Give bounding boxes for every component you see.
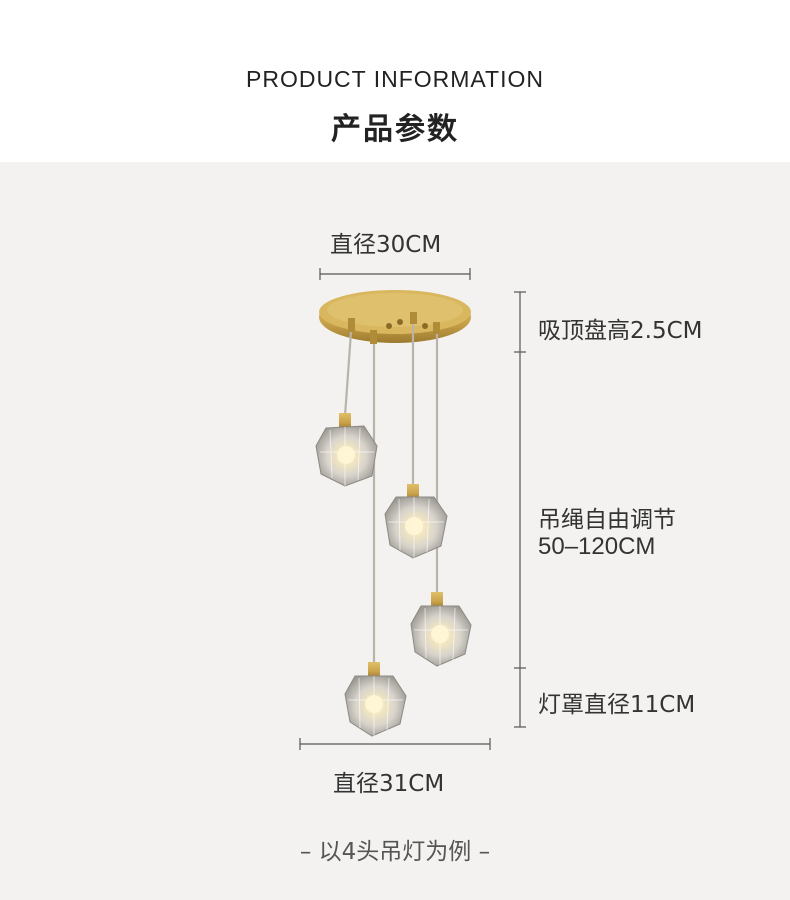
vertical-dimension bbox=[514, 291, 526, 728]
ceiling-canopy bbox=[319, 290, 471, 344]
canopy-height-label: 吸顶盘高2.5CM bbox=[538, 318, 703, 344]
header: PRODUCT INFORMATION 产品参数 bbox=[0, 0, 790, 162]
canopy-diameter-label: 直径30CM bbox=[330, 232, 442, 258]
title-chinese: 产品参数 bbox=[331, 112, 459, 147]
example-note: – 以4头吊灯为例 – bbox=[299, 839, 491, 865]
cord-length-label: 50–120CM bbox=[538, 533, 656, 560]
crystal-pendant-4 bbox=[344, 662, 407, 737]
shade-diameter-label: 灯罩直径11CM bbox=[538, 692, 696, 718]
cord-adjust-label: 吊绳自由调节 bbox=[538, 507, 676, 533]
crystal-pendant-2 bbox=[384, 484, 448, 559]
title-english: PRODUCT INFORMATION bbox=[246, 66, 544, 92]
overall-diameter-label: 直径31CM bbox=[333, 771, 445, 797]
top-width-dimension bbox=[319, 268, 471, 280]
bottom-width-dimension bbox=[299, 738, 491, 750]
crystal-pendant-3 bbox=[410, 592, 472, 667]
pendant-cords bbox=[343, 324, 439, 664]
crystal-pendant-1 bbox=[315, 413, 378, 487]
